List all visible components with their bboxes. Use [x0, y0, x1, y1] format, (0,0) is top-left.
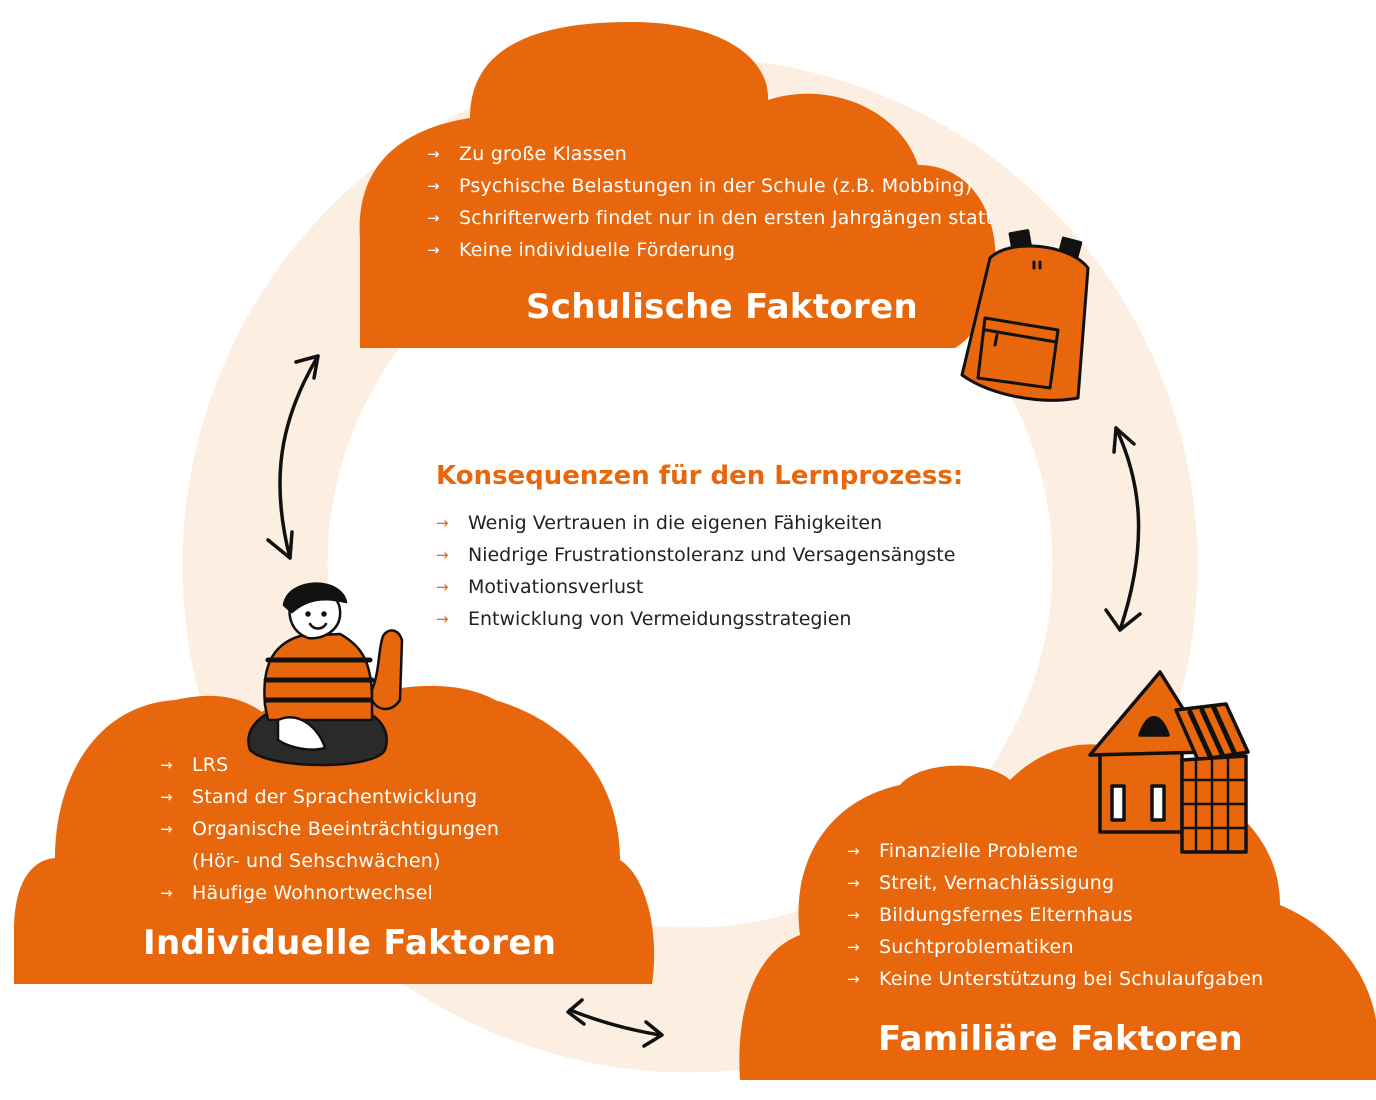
list-item: →Motivationsverlust: [436, 571, 955, 603]
individuell-title: Individuelle Faktoren: [143, 923, 557, 963]
list-item: →Stand der Sprachentwicklung: [160, 781, 499, 813]
familiaer-list: →Finanzielle Probleme →Streit, Vernachlä…: [847, 835, 1263, 995]
konsequenzen-list: →Wenig Vertrauen in die eigenen Fähigkei…: [436, 507, 955, 635]
list-item: →Niedrige Frustrationstoleranz und Versa…: [436, 539, 955, 571]
list-item: →LRS: [160, 749, 499, 781]
double-arrow-icon: [266, 354, 320, 560]
arrow-right-icon: →: [436, 578, 449, 596]
schulisch-title: Schulische Faktoren: [526, 287, 918, 327]
double-arrow-icon: [566, 998, 664, 1048]
list-item: →Häufige Wohnortwechsel: [160, 877, 499, 909]
arrow-right-icon: →: [427, 177, 440, 195]
arrow-right-icon: →: [847, 906, 860, 924]
arrow-right-icon: →: [436, 546, 449, 564]
list-item: →Entwicklung von Vermeidungsstrategien: [436, 603, 955, 635]
cloud-schulisch: [359, 22, 996, 348]
familiaer-title: Familiäre Faktoren: [878, 1019, 1244, 1059]
arrow-right-icon: →: [160, 788, 173, 806]
schulisch-list: →Zu große Klassen →Psychische Belastunge…: [427, 138, 993, 266]
list-item: (Hör- und Sehschwächen): [192, 850, 441, 872]
list-item: →Organische Beeinträchtigungen: [160, 813, 499, 845]
list-item: →Keine Unterstützung bei Schulaufgaben: [847, 963, 1263, 995]
list-item: →Keine individuelle Förderung: [427, 234, 993, 266]
double-arrow-icon: [1104, 426, 1142, 632]
arrow-right-icon: →: [427, 145, 440, 163]
arrow-right-icon: →: [160, 756, 173, 774]
list-item: →Suchtproblematiken: [847, 931, 1263, 963]
list-item: →Bildungsfernes Elternhaus: [847, 899, 1263, 931]
arrow-right-icon: →: [847, 938, 860, 956]
arrow-right-icon: →: [160, 884, 173, 902]
list-item: →Zu große Klassen: [427, 138, 993, 170]
house-icon: [1088, 670, 1250, 854]
child-waving-icon: [247, 582, 404, 767]
arrow-right-icon: →: [427, 241, 440, 259]
list-item: →Wenig Vertrauen in die eigenen Fähigkei…: [436, 507, 955, 539]
backpack-icon: [960, 229, 1090, 402]
list-item: →Streit, Vernachlässigung: [847, 867, 1263, 899]
arrow-right-icon: →: [847, 970, 860, 988]
list-item: →Finanzielle Probleme: [847, 835, 1263, 867]
individuell-list: →LRS →Stand der Sprachentwicklung →Organ…: [160, 749, 499, 909]
arrow-right-icon: →: [427, 209, 440, 227]
list-item: →Psychische Belastungen in der Schule (z…: [427, 170, 993, 202]
arrow-right-icon: →: [160, 820, 173, 838]
arrow-right-icon: →: [847, 874, 860, 892]
arrow-right-icon: →: [847, 842, 860, 860]
list-item: →Schrifterwerb findet nur in den ersten …: [427, 202, 993, 234]
cloud-individuell: [14, 685, 655, 984]
konsequenzen-title: Konsequenzen für den Lernprozess:: [436, 461, 964, 491]
arrow-right-icon: →: [436, 514, 449, 532]
arrow-right-icon: →: [436, 610, 449, 628]
